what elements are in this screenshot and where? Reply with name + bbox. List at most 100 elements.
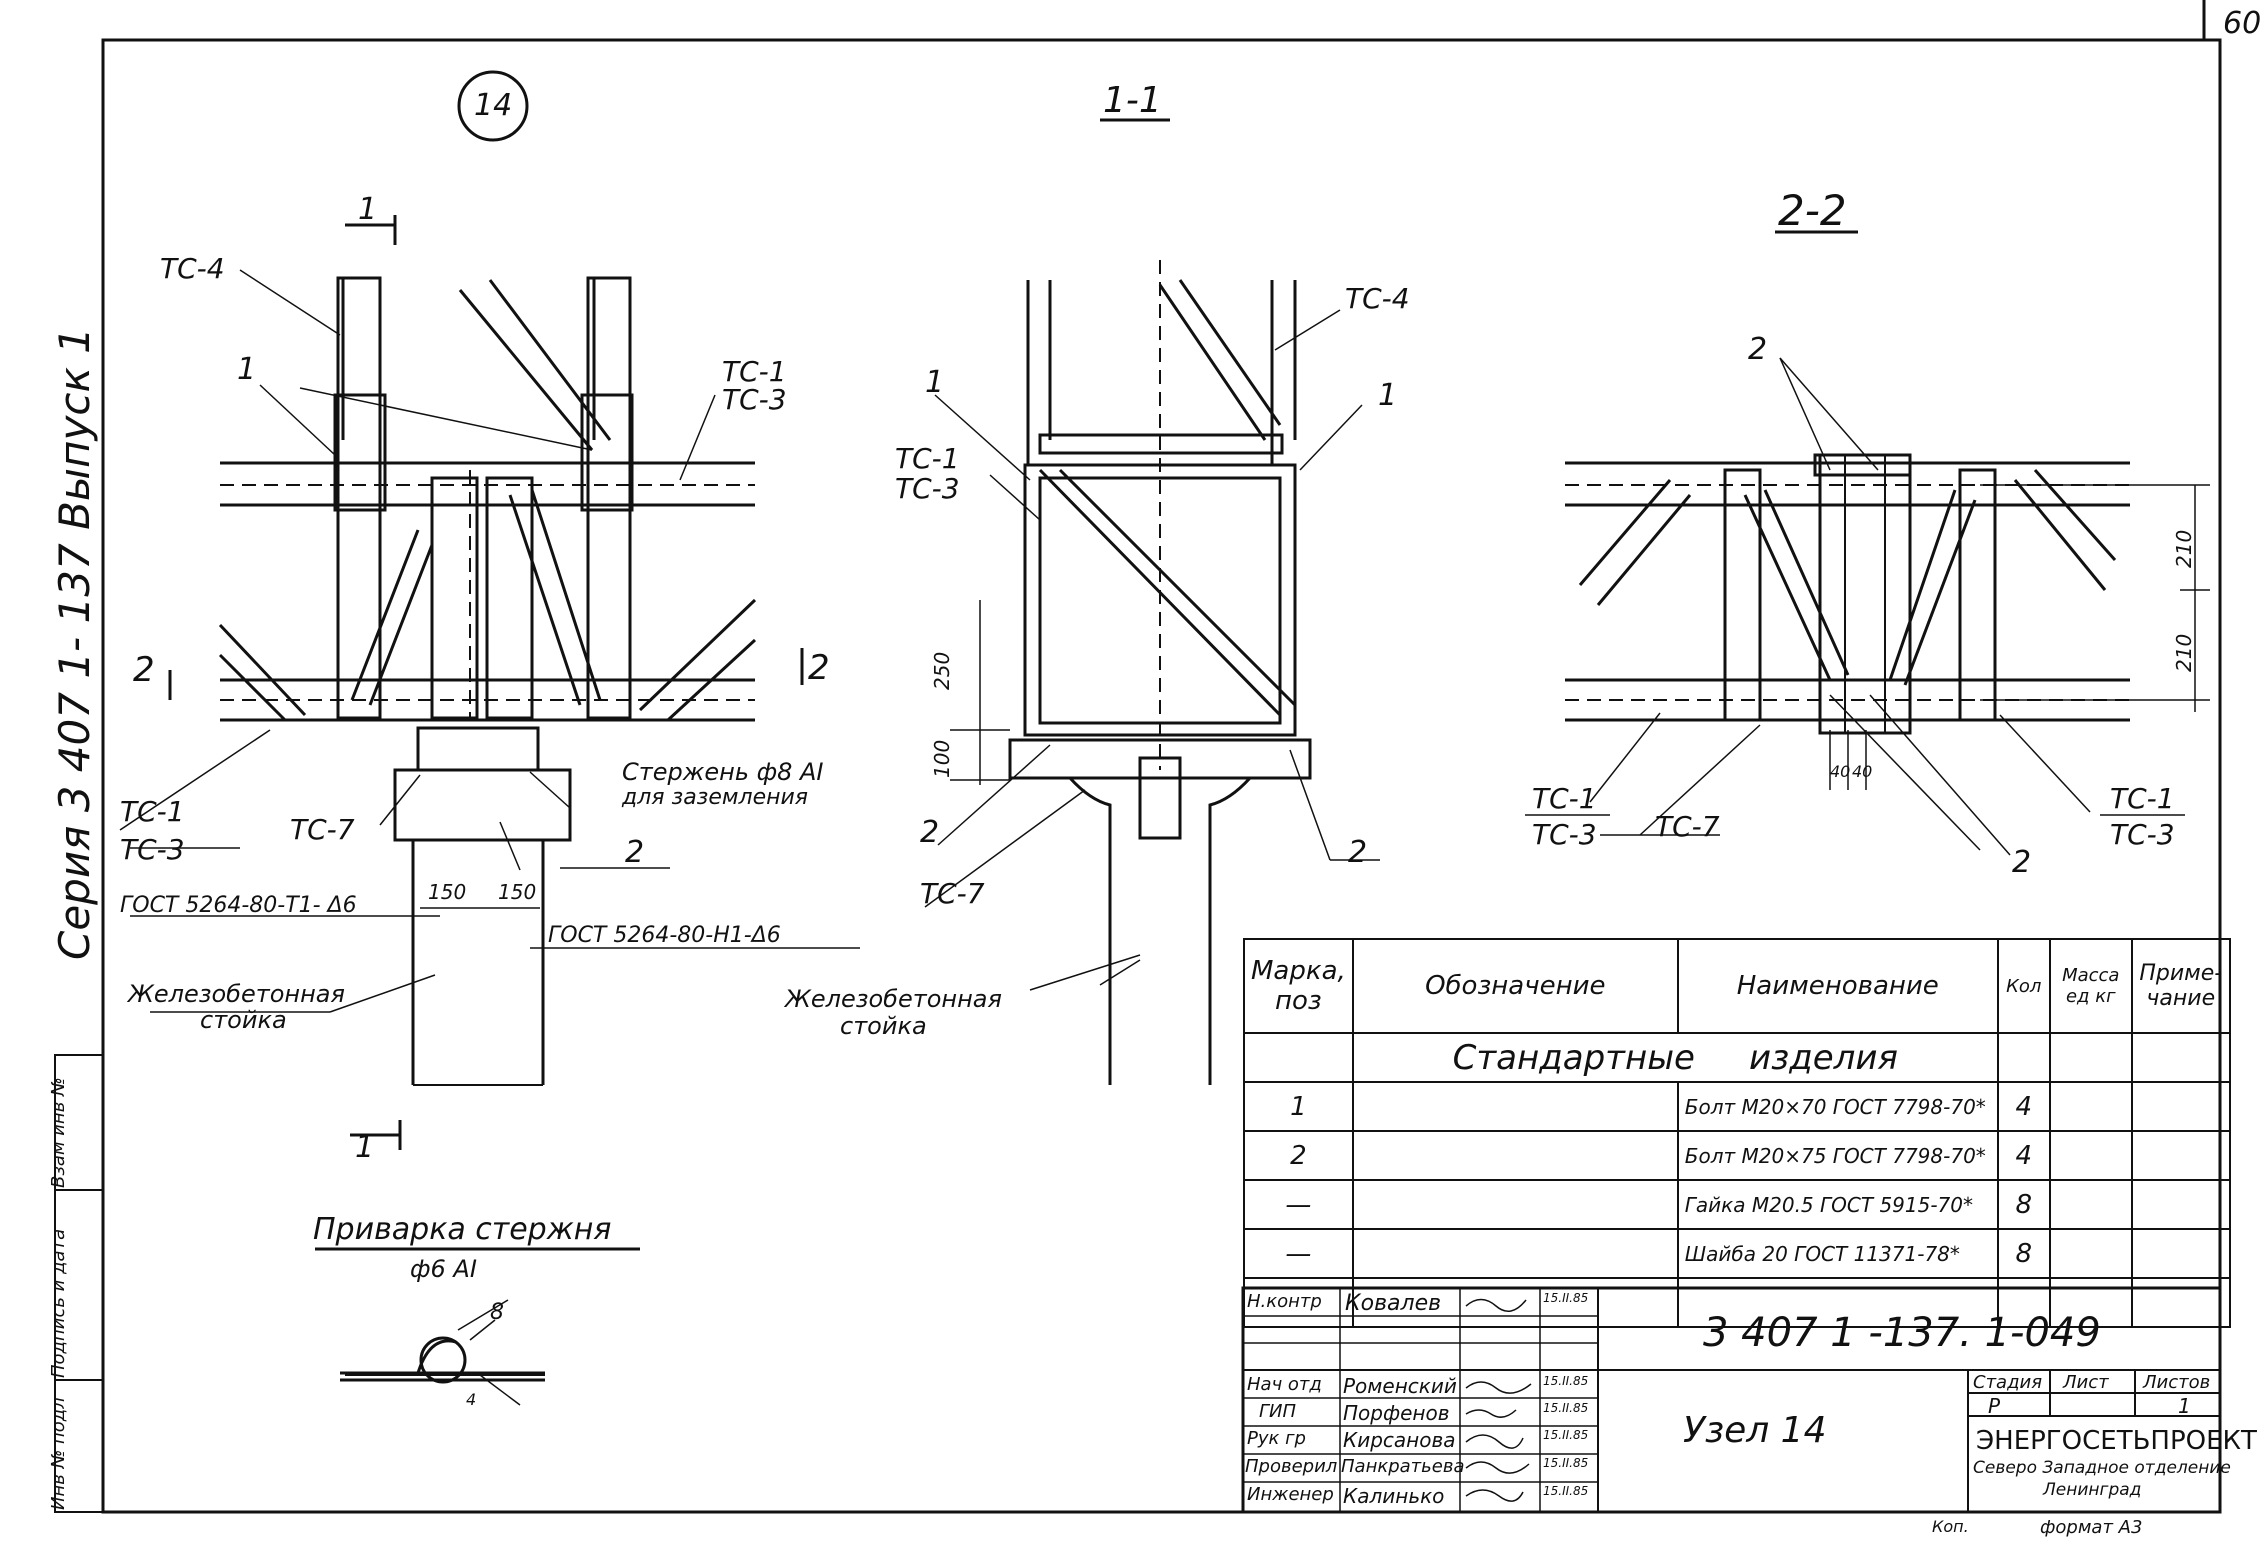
section-title-2-2: 2-2: [1778, 186, 1847, 235]
label-tc7-right: ТС-7: [1655, 810, 1720, 843]
spec-name: Болт М20×70 ГОСТ 7798-70*: [1676, 1081, 1999, 1132]
section-title-1-1: 1-1: [1103, 80, 1162, 121]
spec-designation: [1351, 1228, 1679, 1279]
left-stamp-box: [54, 1054, 104, 1513]
weld-title: Приварка стержня: [313, 1212, 612, 1247]
label-tc1-mid: ТС-1: [895, 442, 960, 475]
copied-mark: Коп.: [1932, 1517, 1969, 1536]
node-front-view: [119, 70, 860, 1150]
spec-header-row: Марка, поз Обозначение Наименование Кол …: [1243, 938, 2231, 1034]
label-dim-250: 250: [930, 651, 954, 690]
label-rc-column-mid: Железобетонная: [785, 985, 1002, 1013]
sheet-label: Лист: [2063, 1372, 2109, 1393]
spec-mark: 1: [1243, 1081, 1354, 1132]
spec-note: [2130, 1179, 2231, 1230]
section-1-1-view: [924, 118, 1380, 1085]
stage-value: Р: [1988, 1394, 2001, 1418]
spec-note: [2130, 1228, 2231, 1279]
label-dim-40b: 40: [1852, 762, 1873, 781]
weld-dim-8: 8: [490, 1300, 504, 1325]
spec-name: Шайба 20 ГОСТ 11371-78*: [1676, 1228, 1999, 1279]
label-rod-purpose: для заземления: [622, 785, 809, 810]
label-tc3-right: ТС-3: [722, 383, 787, 416]
spec-qty: 8: [1996, 1179, 2051, 1230]
spec-section-title: Стандартные изделия: [1351, 1032, 1999, 1083]
specification-table: Марка, поз Обозначение Наименование Кол …: [1243, 938, 2231, 1328]
margin-field-sign: Подпись и дата: [48, 1228, 69, 1378]
label-dim-150a: 150: [428, 880, 467, 904]
section-2-2-view: [1525, 230, 2210, 856]
cut-mark-1-top: 1: [358, 192, 378, 227]
spec-qty: 4: [1996, 1130, 2051, 1181]
label-gost-h1: ГОСТ 5264-80-Н1-Δ6: [548, 923, 781, 948]
label-rod: Стержень ф8 АI: [622, 758, 824, 786]
label-dim-100: 100: [930, 739, 954, 778]
node-circle: [457, 70, 529, 142]
label-tc4-mid: ТС-4: [1345, 282, 1410, 315]
label-tc1-left: ТС-1: [120, 795, 185, 828]
spec-section-title-row: Стандартные изделия: [1243, 1032, 2231, 1083]
cut-mark-2-right: 2: [808, 648, 830, 688]
label-pos2-mid-left: 2: [920, 815, 940, 850]
label-tc3-mid: ТС-3: [895, 472, 960, 505]
label-tc3-left: ТС-3: [120, 833, 185, 866]
document-code: 3 407 1 -137. 1-049: [1703, 1310, 2101, 1356]
spec-designation: [1351, 1130, 1679, 1181]
spec-qty: 4: [1996, 1081, 2051, 1132]
label-tc1-right-right: ТС-1: [2110, 782, 2175, 815]
spec-header-designation: Обозначение: [1351, 938, 1679, 1034]
table-row: 1 Болт М20×70 ГОСТ 7798-70* 4: [1243, 1081, 2231, 1132]
label-dim-150b: 150: [498, 880, 537, 904]
label-pos2-right-bottom: 2: [2012, 845, 2032, 880]
spec-mass: [2048, 1179, 2133, 1230]
label-tc7-left: ТС-7: [290, 813, 355, 846]
margin-field-replace: Взам инв №: [48, 1077, 69, 1188]
spec-header-mass: Масса ед кг: [2048, 938, 2133, 1034]
label-pos2-mid-right: 2: [1348, 835, 1368, 870]
spec-mark: —: [1243, 1228, 1354, 1279]
organization-branch: Северо Западное отделение: [1973, 1458, 2231, 1478]
spec-mass: [2048, 1228, 2133, 1279]
spec-header-note: Приме-чание: [2130, 938, 2231, 1034]
cut-mark-1-bottom: 1: [355, 1130, 375, 1165]
node-number: 14: [474, 88, 513, 123]
organization: ЭНЕРГОСЕТЬПРОЕКТ: [1976, 1426, 2257, 1456]
spec-mark: —: [1243, 1179, 1354, 1230]
weld-dim-4: 4: [466, 1390, 477, 1409]
weld-subtitle: ф6 АI: [410, 1255, 477, 1283]
label-tc3-right-left: ТС-3: [1532, 818, 1597, 851]
spec-header-mark: Марка, поз: [1243, 938, 1354, 1034]
label-pos1-mid-right: 1: [1378, 378, 1398, 413]
label-tc3-right-right: ТС-3: [2110, 818, 2175, 851]
spec-name: Гайка М20.5 ГОСТ 5915-70*: [1676, 1179, 1999, 1230]
label-tc1-right-left: ТС-1: [1532, 782, 1597, 815]
spec-note: [2130, 1081, 2231, 1132]
label-tc7-mid: ТС-7: [920, 877, 985, 910]
spec-mass: [2048, 1081, 2133, 1132]
cut-mark-2-left: 2: [133, 650, 155, 690]
sheets-label: Листов: [2143, 1372, 2211, 1393]
spec-designation: [1351, 1179, 1679, 1230]
sheet-number: 60: [2223, 6, 2260, 41]
label-dim-40a: 40: [1830, 762, 1851, 781]
label-pos1-mid-left: 1: [925, 365, 945, 400]
table-row: — Шайба 20 ГОСТ 11371-78* 8: [1243, 1228, 2231, 1279]
signature-scribbles: [1465, 1298, 1532, 1502]
table-row: — Гайка М20.5 ГОСТ 5915-70* 8: [1243, 1179, 2231, 1230]
stage-label: Стадия: [1973, 1372, 2043, 1393]
sheets-value: 1: [2178, 1394, 2191, 1418]
spec-header-name: Наименование: [1676, 938, 1999, 1034]
label-pos2-right-top: 2: [1748, 332, 1768, 367]
drawing-name: Узел 14: [1683, 1410, 1827, 1451]
side-stamp: Серия 3 407 1- 137 Выпуск 1: [50, 327, 99, 960]
format-mark: формат А3: [2040, 1517, 2143, 1538]
spec-name: Болт М20×75 ГОСТ 7798-70*: [1676, 1130, 1999, 1181]
table-row: 2 Болт М20×75 ГОСТ 7798-70* 4: [1243, 1130, 2231, 1181]
spec-designation: [1351, 1081, 1679, 1132]
sheet-frame: [101, 38, 2222, 1514]
label-gost-t1: ГОСТ 5264-80-Т1- Δ6: [120, 893, 357, 918]
organization-city: Ленинград: [2043, 1480, 2142, 1500]
label-pos2-left: 2: [625, 835, 645, 870]
title-block: Н.контр Ковалев 15.II.85 Нач отд Роменск…: [1243, 1288, 2257, 1512]
